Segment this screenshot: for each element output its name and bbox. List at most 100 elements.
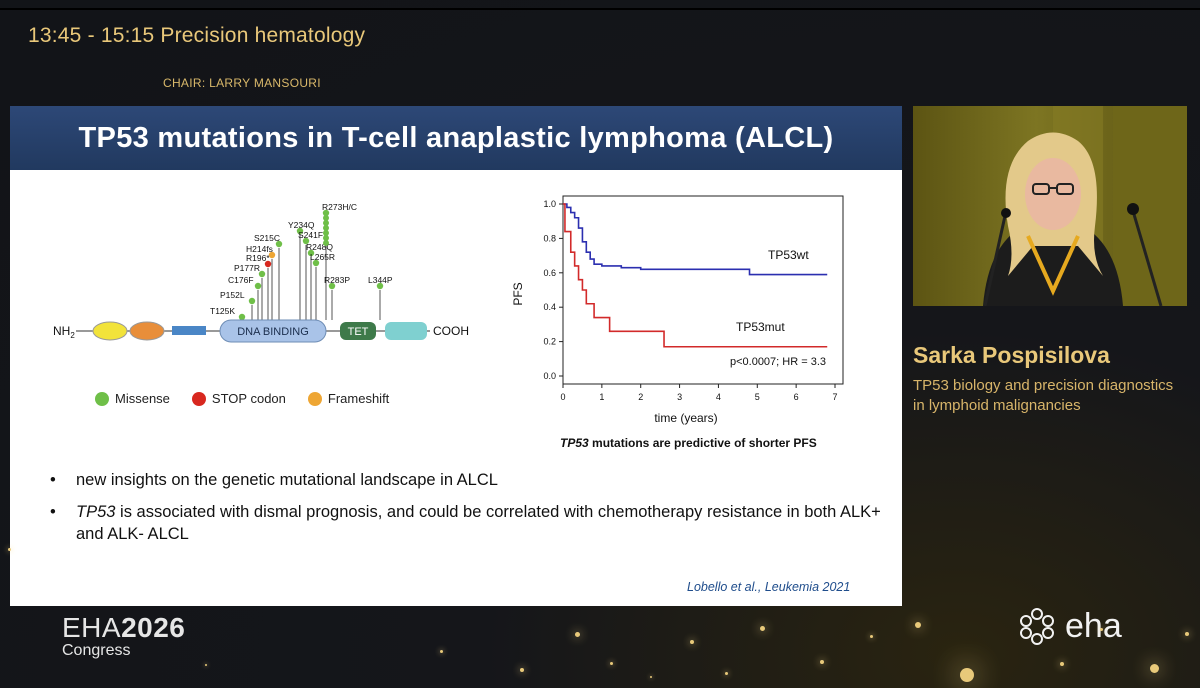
sparkle-dot xyxy=(820,660,824,664)
mutation-marker xyxy=(328,282,336,290)
km-ytick-label: 0.2 xyxy=(543,337,556,347)
congress-label: Congress xyxy=(62,642,131,659)
eha-year: 2026 xyxy=(121,612,186,643)
nh2-label: NH2 xyxy=(53,324,75,340)
mutation-label: S241F xyxy=(298,230,323,240)
km-ylabel: PFS xyxy=(511,282,525,305)
km-caption-gene: TP53 xyxy=(560,436,589,450)
domain-tet xyxy=(340,322,376,340)
mutation-marker xyxy=(238,313,246,321)
mutation-label: S215C xyxy=(254,233,280,243)
eha-prefix: EHA xyxy=(62,612,122,643)
domain-prd xyxy=(172,326,206,335)
eha-logo-icon xyxy=(1020,608,1054,645)
mutation-marker xyxy=(322,209,330,217)
sparkle-dot xyxy=(1060,662,1064,666)
eha-logo: eha xyxy=(1017,606,1122,646)
mutation-marker xyxy=(323,235,329,241)
sparkle-dot xyxy=(1150,664,1159,673)
km-xtick-label: 5 xyxy=(755,392,760,402)
sparkle-dot xyxy=(650,676,652,678)
sparkle-dot xyxy=(1100,628,1103,631)
bullet-item: • TP53 is associated with dismal prognos… xyxy=(50,501,890,545)
citation: Lobello et al., Leukemia 2021 xyxy=(687,580,851,594)
legend-missense: Missense xyxy=(95,391,170,406)
legend-stop: STOP codon xyxy=(191,391,286,406)
slide: TP53 mutations in T-cell anaplastic lymp… xyxy=(10,106,902,606)
mutation-marker xyxy=(312,259,320,267)
sparkle-dot xyxy=(870,635,873,638)
mutation-label: R273H/C xyxy=(322,202,357,212)
bullet-text: is associated with dismal prognosis, and… xyxy=(76,503,881,543)
km-xlabel: time (years) xyxy=(654,411,717,425)
stop-dot-icon xyxy=(191,391,206,406)
domain-tad1 xyxy=(92,321,128,341)
mutation-label: Y234Q xyxy=(288,220,315,230)
speaker-name: Sarka Pospisilova xyxy=(913,342,1110,368)
mutation-label: T125K xyxy=(210,306,235,316)
domain-reg xyxy=(385,322,427,340)
bullet-icon: • xyxy=(50,503,56,521)
km-xtick-label: 4 xyxy=(716,392,721,402)
km-ytick-label: 0.6 xyxy=(543,268,556,278)
legend-missense-label: Missense xyxy=(115,391,170,406)
legend-frameshift-label: Frameshift xyxy=(327,391,390,406)
km-ytick-label: 0.4 xyxy=(543,302,556,312)
mutation-marker xyxy=(254,282,262,290)
sparkle-dot xyxy=(760,626,765,631)
sparkle-dot xyxy=(575,632,580,637)
sparkle-dot xyxy=(520,668,524,672)
bullet-text: new insights on the genetic mutational l… xyxy=(76,471,498,489)
km-xtick-label: 2 xyxy=(638,392,643,402)
km-series-label-mut: TP53mut xyxy=(736,320,785,334)
mutation-label: H214fs xyxy=(246,244,273,254)
mutation-marker xyxy=(296,227,304,235)
speaker-video xyxy=(913,106,1187,306)
mutation-label: R283P xyxy=(324,275,350,285)
bullet-gene: TP53 xyxy=(76,503,116,521)
mutation-label: R248Q xyxy=(306,242,333,252)
km-line-tp53mut xyxy=(563,203,828,348)
session-title: 13:45 - 15:15 Precision hematology xyxy=(28,24,366,47)
mutation-marker xyxy=(275,240,283,248)
sparkle-dot xyxy=(1185,632,1189,636)
bullet-icon: • xyxy=(50,471,56,489)
mutation-label: P177R xyxy=(234,263,260,273)
km-series xyxy=(563,203,828,348)
mutation-legend: Missense STOP codon Frameshift xyxy=(95,391,389,406)
mutation-marker xyxy=(376,282,384,290)
mutation-marker xyxy=(258,270,266,278)
mutation-marker xyxy=(323,225,329,231)
cooh-label: COOH xyxy=(433,324,469,338)
km-ytick-label: 0.8 xyxy=(543,233,556,243)
km-xtick-label: 3 xyxy=(677,392,682,402)
km-ytick-label: 0.0 xyxy=(543,371,556,381)
sparkle-dot xyxy=(8,548,11,551)
mutation-label: C176F xyxy=(228,275,254,285)
sparkle-dot xyxy=(440,650,443,653)
tp53-protein-diagram: T125KP152LC176FP177RR196*H214fsS215CY234… xyxy=(53,202,469,343)
bullet-item: • new insights on the genetic mutational… xyxy=(50,469,890,491)
bullet-list: • new insights on the genetic mutational… xyxy=(50,469,890,555)
mutation-marker xyxy=(323,220,329,226)
km-xtick-label: 0 xyxy=(560,392,565,402)
frameshift-dot-icon xyxy=(307,391,322,406)
km-annotation: p<0.0007; HR = 3.3 xyxy=(730,356,826,368)
km-plot-frame xyxy=(562,195,844,385)
sparkle-dot xyxy=(610,662,613,665)
km-caption: TP53 mutations are predictive of shorter… xyxy=(560,436,817,450)
speaker-topic: TP53 biology and precision diagnostics i… xyxy=(913,377,1174,414)
slide-title: TP53 mutations in T-cell anaplastic lymp… xyxy=(10,106,902,170)
mutation-marker xyxy=(323,230,329,236)
km-series-label-wt: TP53wt xyxy=(768,248,809,262)
legend-stop-label: STOP codon xyxy=(211,391,286,406)
mutation-marker xyxy=(264,260,272,268)
top-divider xyxy=(0,8,1200,10)
km-caption-text: mutations are predictive of shorter PFS xyxy=(588,436,817,450)
mutation-marker xyxy=(268,251,276,259)
mutation-marker xyxy=(302,237,310,245)
eha-congress-logo: EHA2026 Congress xyxy=(62,612,185,660)
km-xtick-label: 7 xyxy=(832,392,837,402)
